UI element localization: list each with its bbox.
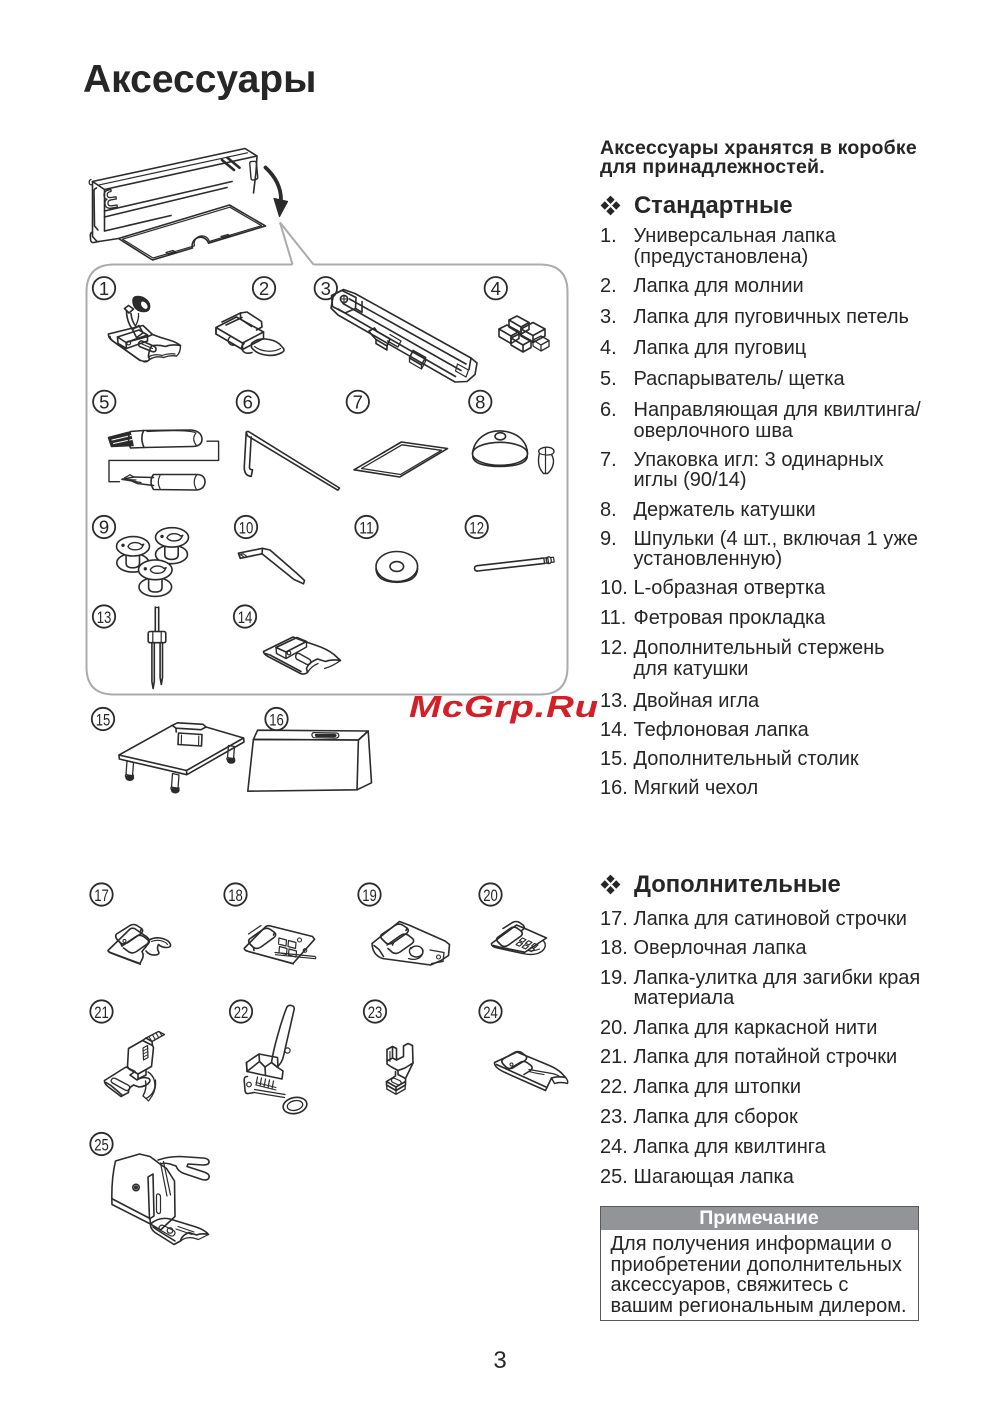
svg-text:15: 15 xyxy=(96,710,111,729)
svg-text:8: 8 xyxy=(475,391,485,412)
svg-text:6: 6 xyxy=(243,391,253,412)
svg-text:3: 3 xyxy=(321,278,331,299)
svg-text:21: 21 xyxy=(94,1003,109,1022)
svg-text:1: 1 xyxy=(99,278,109,299)
svg-text:23: 23 xyxy=(368,1003,383,1022)
svg-text:17: 17 xyxy=(94,886,109,905)
svg-text:18: 18 xyxy=(228,886,243,905)
svg-text:7: 7 xyxy=(353,391,363,412)
svg-text:13: 13 xyxy=(97,608,112,627)
svg-text:4: 4 xyxy=(491,278,501,299)
svg-text:25: 25 xyxy=(94,1135,109,1154)
svg-text:9: 9 xyxy=(99,517,109,538)
svg-text:20: 20 xyxy=(483,886,498,905)
svg-text:5: 5 xyxy=(99,391,109,412)
svg-text:14: 14 xyxy=(238,608,253,627)
svg-text:22: 22 xyxy=(234,1003,249,1022)
svg-text:2: 2 xyxy=(259,278,269,299)
svg-text:12: 12 xyxy=(469,518,484,537)
svg-text:16: 16 xyxy=(269,710,284,729)
svg-text:11: 11 xyxy=(359,518,374,537)
svg-text:19: 19 xyxy=(362,886,377,905)
svg-text:24: 24 xyxy=(483,1003,498,1022)
svg-text:10: 10 xyxy=(239,518,254,537)
